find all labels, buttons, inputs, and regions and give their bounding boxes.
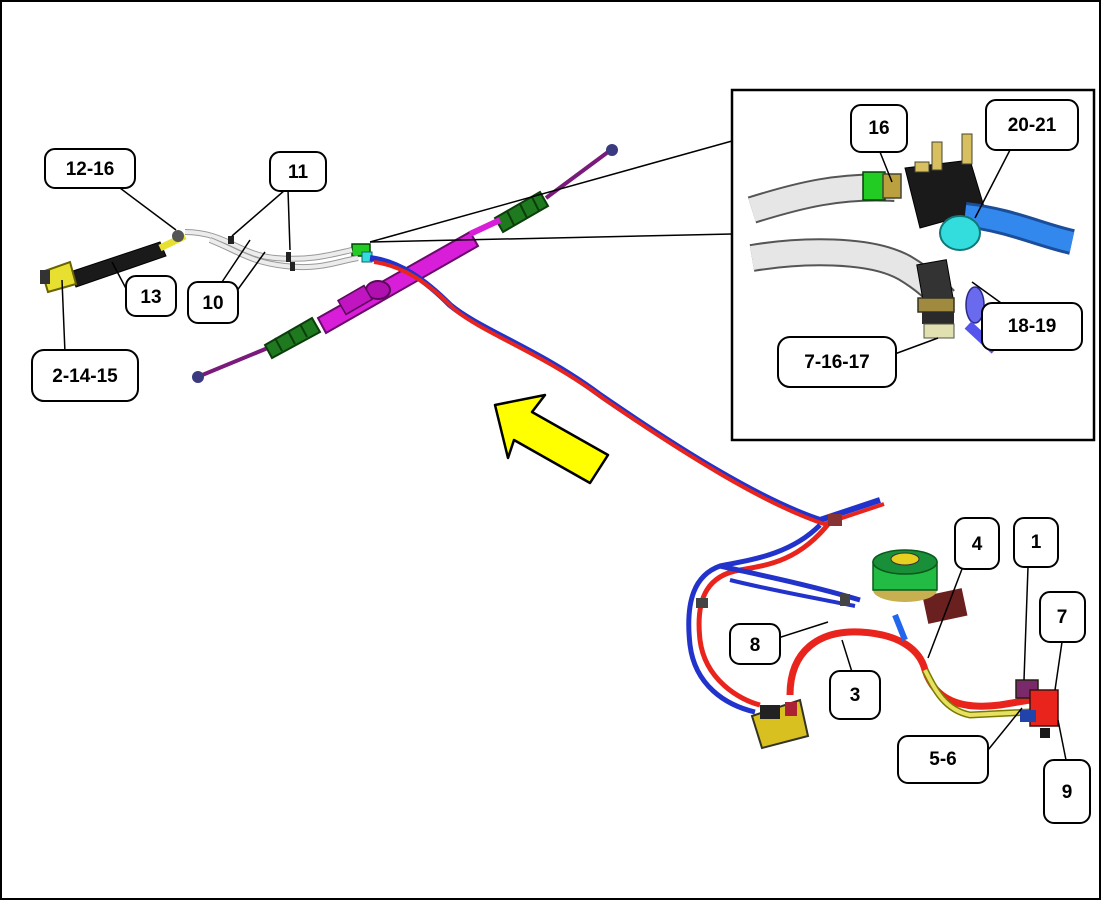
- callout-label: 7-16-17: [804, 352, 870, 373]
- flow-direction-arrow: [493, 393, 610, 485]
- callout-13: 13: [111, 261, 177, 317]
- callout-label: 12-16: [66, 159, 115, 180]
- callout-label: 9: [1062, 782, 1073, 803]
- callout-20-21: 20-21: [974, 99, 1079, 219]
- callout-5-6: 5-6: [897, 707, 1023, 784]
- callout-label: 11: [288, 162, 309, 183]
- callout-9: 9: [1043, 719, 1091, 824]
- callout-label: 10: [202, 293, 223, 314]
- hydraulic-lines: [369, 255, 1031, 719]
- callout-label: 20-21: [1008, 115, 1057, 136]
- right-rack-boot: [493, 190, 550, 234]
- callout-10: 10: [187, 239, 266, 324]
- callout-16: 16: [850, 104, 908, 183]
- callout-label: 16: [868, 118, 889, 139]
- callout-label: 3: [850, 685, 861, 706]
- callout-label: 4: [972, 534, 983, 555]
- callout-label: 5-6: [929, 749, 956, 770]
- callout-7-16-17: 7-16-17: [777, 336, 939, 388]
- callout-18-19: 18-19: [971, 281, 1083, 351]
- steering-rack: [192, 144, 618, 383]
- callout-8: 8: [729, 621, 829, 665]
- callout-2-14-15: 2-14-15: [31, 279, 139, 402]
- column-and-pipes: [40, 229, 359, 294]
- callout-label: 8: [750, 635, 761, 656]
- callout-label: 13: [140, 287, 161, 308]
- valve-assembly: [1015, 679, 1059, 738]
- callout-label: 18-19: [1008, 316, 1057, 337]
- callout-11: 11: [231, 151, 327, 251]
- callout-label: 7: [1057, 607, 1068, 628]
- callout-12-16: 12-16: [44, 148, 177, 231]
- callout-label: 1: [1031, 532, 1042, 553]
- callout-4: 4: [927, 517, 1000, 659]
- callout-label: 2-14-15: [52, 366, 118, 387]
- left-rack-boot: [263, 316, 322, 360]
- callout-1: 1: [1013, 517, 1059, 681]
- callout-7: 7: [1039, 591, 1086, 691]
- steering-gear-box: [750, 698, 810, 750]
- fluid-reservoir: [872, 549, 968, 624]
- callout-3: 3: [829, 639, 881, 720]
